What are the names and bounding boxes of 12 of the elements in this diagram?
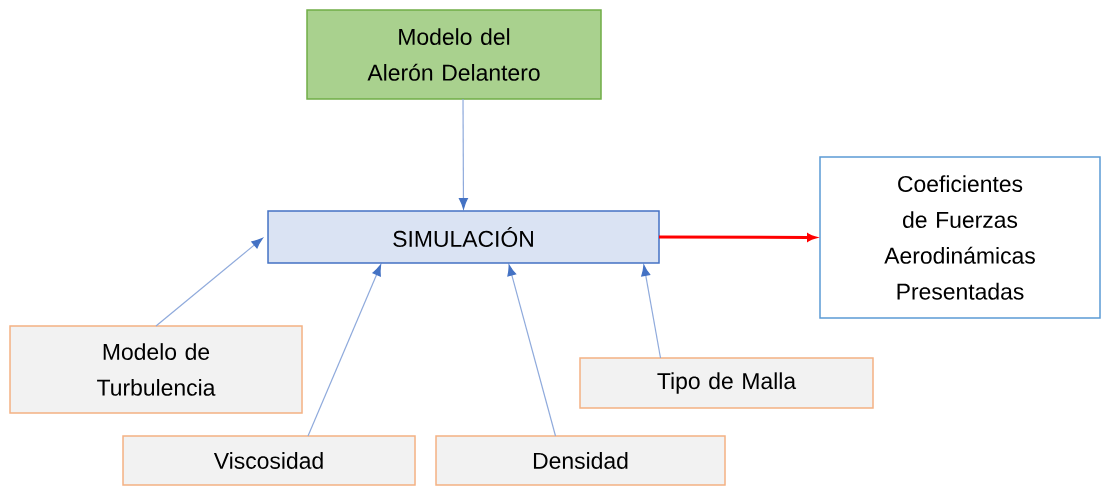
arrow bbox=[155, 237, 263, 327]
arrow bbox=[641, 264, 662, 359]
input-box: Densidad bbox=[435, 435, 726, 486]
input-box: Modelo de Turbulencia bbox=[9, 325, 303, 414]
process-box: SIMULACIÓN bbox=[267, 210, 660, 264]
input-box: Modelo del Alerón Delantero bbox=[306, 9, 602, 100]
arrow bbox=[307, 264, 382, 437]
input-box: Viscosidad bbox=[122, 435, 416, 486]
output-box: Coeficientes de Fuerzas Aerodinámicas Presentadas bbox=[819, 156, 1101, 319]
arrow bbox=[507, 264, 557, 437]
input-box: Tipo de Malla bbox=[579, 357, 874, 409]
arrow bbox=[458, 98, 468, 210]
